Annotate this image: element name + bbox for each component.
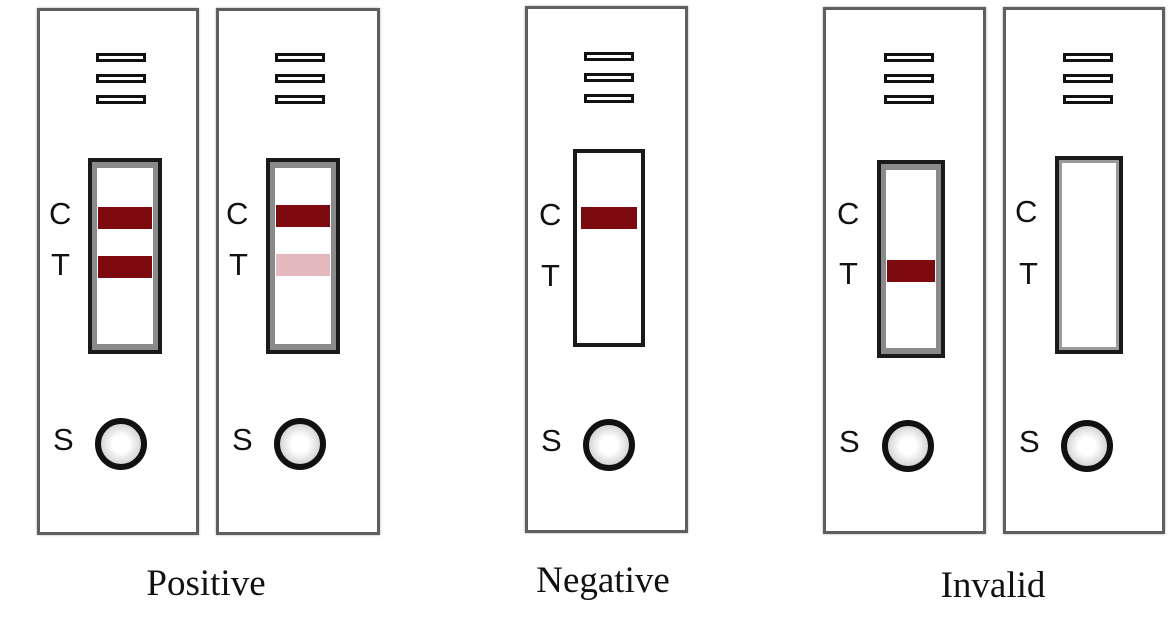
result-window [1055, 156, 1123, 354]
test-line [98, 256, 152, 278]
result-window [877, 160, 945, 358]
test-label: T [541, 260, 560, 291]
test-cassette-negative: C T S [525, 6, 688, 533]
control-label: C [49, 198, 71, 229]
test-cassette-invalid-1: C T S [823, 7, 986, 534]
control-line [581, 207, 637, 229]
test-label: T [51, 249, 70, 280]
result-window [266, 158, 340, 354]
sample-label: S [541, 425, 562, 456]
sample-well-icon [95, 418, 147, 470]
caption-negative: Negative [503, 562, 703, 599]
test-cassette-positive-1: C T S [37, 8, 199, 535]
caption-positive: Positive [106, 565, 306, 602]
test-label: T [229, 249, 248, 280]
sample-well-icon [583, 419, 635, 471]
caption-invalid: Invalid [893, 567, 1093, 604]
control-line [98, 207, 152, 229]
result-window [88, 158, 162, 354]
sample-label: S [839, 426, 860, 457]
sample-label: S [1019, 426, 1040, 457]
test-label: T [1019, 258, 1038, 289]
control-line [276, 205, 330, 227]
control-label: C [1015, 196, 1037, 227]
sample-well-icon [274, 418, 326, 470]
sample-well-icon [1061, 420, 1113, 472]
test-cassette-invalid-2: C T S [1003, 7, 1165, 534]
result-window [573, 149, 645, 347]
sample-label: S [232, 424, 253, 455]
test-cassette-positive-2: C T S [216, 8, 380, 535]
test-line [887, 260, 935, 282]
test-label: T [839, 258, 858, 289]
sample-well-icon [882, 420, 934, 472]
control-label: C [837, 198, 859, 229]
test-line-faint [276, 254, 330, 276]
control-label: C [539, 199, 561, 230]
control-label: C [226, 198, 248, 229]
sample-label: S [53, 424, 74, 455]
